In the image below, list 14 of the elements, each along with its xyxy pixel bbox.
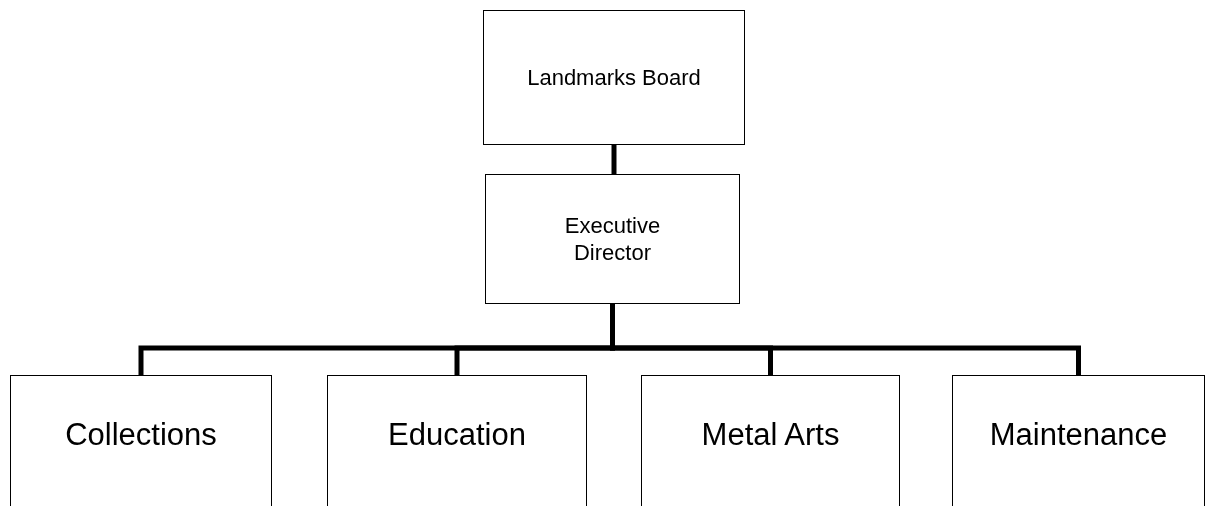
box-label: Executive Director xyxy=(563,211,662,267)
box-label: Landmarks Board xyxy=(527,63,701,92)
org-box xyxy=(641,375,900,506)
connector-line xyxy=(610,304,1081,375)
org-box xyxy=(327,375,587,506)
org-box xyxy=(10,375,272,506)
org-box xyxy=(952,375,1205,506)
connector-line xyxy=(611,145,617,174)
org-box xyxy=(485,174,740,304)
org-box xyxy=(483,10,745,145)
box-label: Metal Arts xyxy=(701,416,840,454)
box-label: Maintenance xyxy=(989,416,1168,454)
box-label: Collections xyxy=(65,416,217,454)
box-label: Education xyxy=(388,416,526,454)
